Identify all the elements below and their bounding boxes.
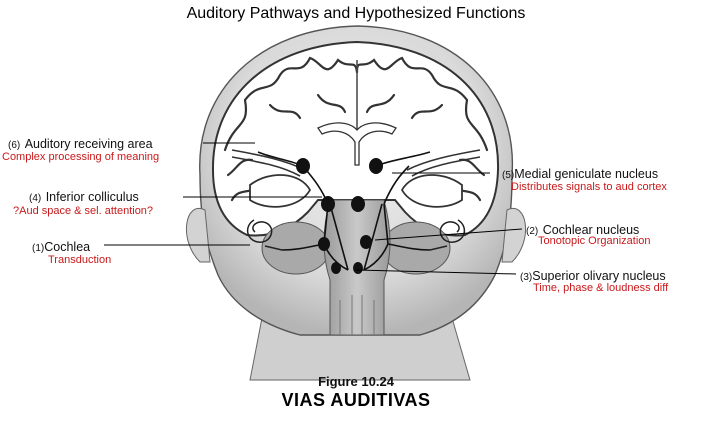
- nuclei: [296, 158, 383, 274]
- label-4-name: Inferior colliculus: [45, 190, 139, 204]
- label-2-function: Tonotopic Organization: [538, 235, 651, 247]
- label-2-name: Cochlear nucleus: [542, 223, 640, 237]
- diagram-title: Auditory Pathways and Hypothesized Funct…: [186, 5, 526, 22]
- label-6-name: Auditory receiving area: [24, 137, 153, 151]
- label-3-function: Time, phase & loudness diff: [533, 282, 669, 294]
- ear-right: [501, 207, 527, 263]
- label-6-function: Complex processing of meaning: [2, 151, 160, 163]
- label-3-name: Superior olivary nucleus: [532, 269, 666, 283]
- label-5-number: (5)Medial geniculate nucleus: [502, 167, 659, 181]
- leader-3: [355, 269, 517, 275]
- ventricle: [317, 122, 397, 166]
- label-3-number: (3)Superior olivary nucleus: [520, 269, 666, 283]
- label-4-number: (4) Inferior colliculus: [29, 190, 139, 204]
- ear-left: [185, 207, 211, 263]
- label-2-number: (2) Cochlear nucleus: [526, 223, 640, 237]
- figure-number: Figure 10.24: [318, 374, 394, 389]
- label-1-name: Cochlea: [44, 240, 91, 254]
- label-6-number: (6) Auditory receiving area: [8, 137, 153, 151]
- label-1-function: Transduction: [48, 254, 112, 266]
- label-5-function: Distributes signals to aud cortex: [511, 181, 667, 193]
- cochlea-right: [429, 219, 466, 251]
- label-1-number: (1)Cochlea: [32, 240, 91, 254]
- label-5-name: Medial geniculate nucleus: [514, 167, 659, 181]
- label-4-function: ?Aud space & sel. attention?: [13, 205, 154, 217]
- figure-caption: VIAS AUDITIVAS: [281, 390, 431, 410]
- leader-2: [374, 228, 523, 241]
- cochlea-left: [246, 219, 283, 251]
